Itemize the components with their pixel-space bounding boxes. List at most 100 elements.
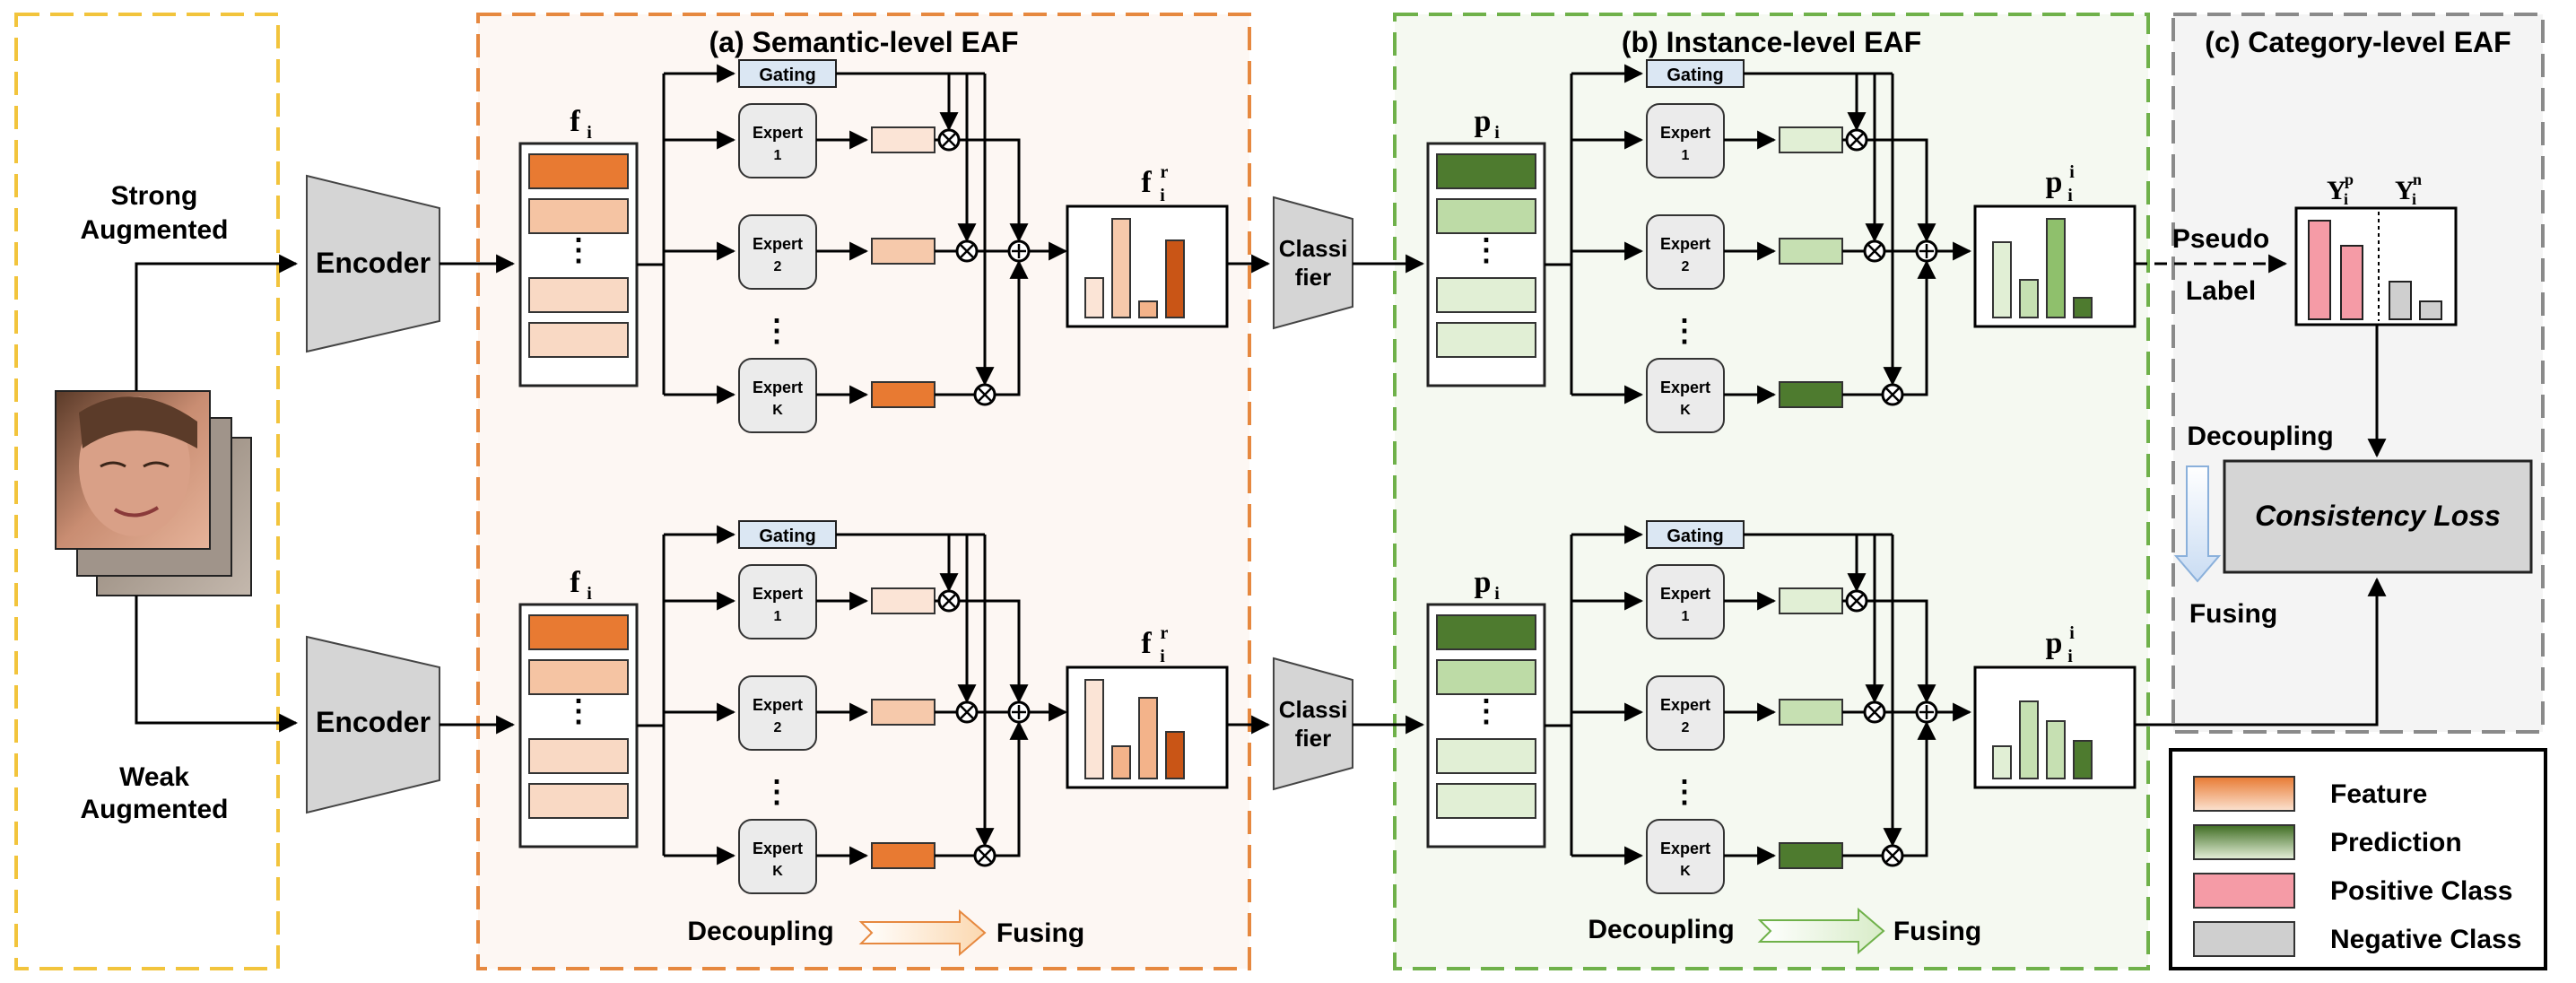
input-connectors bbox=[135, 254, 299, 733]
pseudo-label-line1: Pseudo bbox=[2172, 224, 2269, 254]
classifier-top-label-2: fier bbox=[1295, 264, 1331, 291]
instance-top-stack-cell bbox=[1436, 322, 1536, 358]
instance-top-stack-dots: ⋮ bbox=[1471, 233, 1501, 267]
encoder-top-label: Encoder bbox=[316, 247, 431, 279]
semantic-bottom-expert-output bbox=[871, 842, 936, 869]
instance-top-expert-output bbox=[1779, 126, 1843, 153]
instance-bottom-expert-output bbox=[1779, 699, 1843, 726]
svg-text:Expert: Expert bbox=[1660, 585, 1710, 603]
semantic-top-multiply-node bbox=[973, 383, 996, 406]
svg-text:i: i bbox=[587, 123, 592, 143]
svg-text:i: i bbox=[587, 584, 592, 604]
semantic-bottom-multiply-node bbox=[937, 589, 961, 613]
instance-bottom-expert-output bbox=[1779, 587, 1843, 614]
semantic-top-expert-dots: ⋮ bbox=[761, 314, 792, 348]
svg-text:Expert: Expert bbox=[753, 696, 803, 714]
category-fusing-label: Fusing bbox=[2189, 599, 2277, 629]
legend-label: Positive Class bbox=[2330, 876, 2512, 906]
instance-bottom-stack-cell bbox=[1436, 659, 1536, 695]
svg-text:Y: Y bbox=[2327, 176, 2346, 205]
instance-fusing-label: Fusing bbox=[1893, 917, 1981, 946]
category-symbol-neg: Y n i bbox=[2395, 170, 2422, 208]
svg-text:Gating: Gating bbox=[759, 65, 815, 85]
svg-text:2: 2 bbox=[1682, 259, 1690, 274]
semantic-bottom-stack-dots: ⋮ bbox=[563, 694, 594, 728]
instance-top-multiply-node bbox=[1845, 128, 1868, 152]
consistency-loss-label: Consistency Loss bbox=[2255, 500, 2501, 532]
semantic-bottom-expert-dots: ⋮ bbox=[761, 775, 792, 809]
svg-text:f: f bbox=[570, 566, 580, 599]
legend-item: Prediction bbox=[2193, 824, 2462, 860]
instance-top-pred-bar bbox=[2019, 279, 2039, 318]
strong-augmented-label-2: Augmented bbox=[81, 215, 229, 245]
svg-text:i: i bbox=[2412, 190, 2416, 208]
svg-text:r: r bbox=[1161, 623, 1169, 643]
legend-swatch bbox=[2193, 921, 2295, 957]
instance-bottom-expert-dots: ⋮ bbox=[1669, 775, 1700, 809]
svg-text:Expert: Expert bbox=[753, 235, 803, 253]
weak-augmented-label-2: Augmented bbox=[81, 795, 229, 824]
svg-text:i: i bbox=[1160, 647, 1165, 666]
instance-bottom-wires bbox=[1545, 525, 1644, 866]
legend-label: Feature bbox=[2330, 779, 2427, 809]
svg-text:i: i bbox=[2344, 190, 2348, 208]
svg-text:K: K bbox=[1680, 864, 1691, 879]
instance-bottom-pred-bar bbox=[2019, 700, 2039, 779]
pseudo-label-line2: Label bbox=[2186, 276, 2256, 306]
pseudo-label-link: Pseudo Label bbox=[2135, 224, 2288, 306]
instance-decoupling-label: Decoupling bbox=[1588, 915, 1734, 944]
classifier-top: Classi fier bbox=[1273, 196, 1353, 330]
svg-text:Gating: Gating bbox=[1667, 65, 1723, 85]
classifier-bottom-label-2: fier bbox=[1295, 725, 1331, 752]
semantic-decoupling-label: Decoupling bbox=[687, 917, 833, 946]
instance-bottom-stack-cell bbox=[1436, 614, 1536, 650]
semantic-top-stack-cell bbox=[528, 153, 629, 189]
svg-text:1: 1 bbox=[1682, 609, 1690, 624]
semantic-bottom-refined-bar bbox=[1138, 697, 1158, 779]
semantic-bottom-multiply-node bbox=[973, 844, 996, 867]
semantic-top-sum-node bbox=[1007, 239, 1031, 263]
svg-text:i: i bbox=[1160, 186, 1165, 205]
semantic-bottom-stack-cell bbox=[528, 738, 629, 774]
svg-text:Expert: Expert bbox=[1660, 235, 1710, 253]
category-bar-pos-2 bbox=[2340, 245, 2363, 320]
semantic-bottom-stack-cell bbox=[528, 783, 629, 819]
legend-swatch bbox=[2193, 776, 2295, 812]
instance-top-expert-output bbox=[1779, 381, 1843, 408]
category-chart: Y p i Y n i bbox=[2294, 170, 2458, 326]
legend-swatch bbox=[2193, 873, 2295, 909]
svg-text:Expert: Expert bbox=[753, 378, 803, 396]
svg-text:i: i bbox=[1494, 584, 1500, 604]
semantic-bottom-refined-bar bbox=[1084, 679, 1104, 779]
instance-bottom-expert-output bbox=[1779, 842, 1843, 869]
semantic-bottom-sum-node bbox=[1007, 700, 1031, 724]
svg-text:p: p bbox=[1475, 105, 1492, 138]
category-bar-pos-1 bbox=[2308, 220, 2331, 320]
instance-bottom-multiply-node bbox=[1881, 844, 1904, 867]
instance-top-gating: Gating bbox=[1646, 59, 1745, 88]
legend-item: Negative Class bbox=[2193, 921, 2521, 957]
semantic-panel-title: (a) Semantic-level EAF bbox=[709, 26, 1019, 58]
svg-text:i: i bbox=[2067, 186, 2073, 205]
legend-label: Prediction bbox=[2330, 828, 2462, 857]
svg-text:Gating: Gating bbox=[759, 526, 815, 546]
semantic-top-refined-bar bbox=[1165, 239, 1185, 318]
encoder-to-feature-lines bbox=[439, 254, 516, 735]
semantic-bottom-expert-output bbox=[871, 587, 936, 614]
svg-text:2: 2 bbox=[1682, 720, 1690, 735]
svg-text:f: f bbox=[1141, 627, 1152, 660]
svg-text:K: K bbox=[1680, 403, 1691, 418]
category-bar-neg-2 bbox=[2419, 300, 2442, 320]
face-image-stack bbox=[55, 390, 252, 596]
classifier-bottom-label-1: Classi bbox=[1279, 696, 1348, 723]
